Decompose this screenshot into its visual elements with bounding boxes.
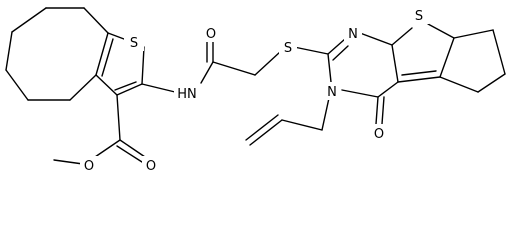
bond [116, 83, 143, 96]
atom-label: O [84, 159, 94, 174]
atom-o-ester-methoxy: O [80, 156, 98, 174]
atom-n-pyrimidine-bottom: N [323, 82, 341, 100]
atom-label: O [206, 27, 216, 42]
bond [401, 70, 437, 76]
bond [116, 145, 143, 163]
bond [107, 32, 125, 40]
bond [332, 45, 349, 61]
bond [212, 61, 256, 76]
atom-o-ester-carbonyl: O [142, 156, 160, 174]
atom-label: O [374, 127, 384, 142]
bond [11, 7, 47, 33]
bond [116, 94, 121, 141]
atom-s-thioether: S [279, 38, 297, 56]
bond [141, 83, 176, 93]
atom-label: HN [177, 87, 197, 102]
bond [95, 74, 118, 96]
bond [53, 159, 84, 165]
atom-s-thiophene-right: S [409, 6, 429, 24]
bond [254, 51, 281, 76]
bond [359, 32, 393, 46]
molecule-structure: S HN O S N S N O [5, 6, 506, 174]
bond [327, 53, 332, 83]
bond [95, 32, 109, 76]
bond [281, 119, 323, 131]
atom-label: N [348, 27, 358, 42]
bond [119, 139, 146, 158]
bond [245, 114, 279, 141]
bond [439, 37, 455, 78]
bond [375, 96, 379, 125]
atom-labels: S HN O S N S N O [80, 6, 429, 174]
bond [94, 139, 121, 158]
bond [114, 81, 137, 91]
bonds [5, 7, 506, 165]
bond [321, 97, 330, 131]
bond [439, 76, 479, 93]
bond [69, 74, 97, 101]
bond [477, 73, 506, 93]
bond [141, 46, 145, 85]
bond [249, 119, 283, 146]
bond [83, 7, 109, 34]
bond [391, 27, 413, 46]
atom-o-pyrimidinone: O [370, 124, 388, 142]
atom-s-thiophene-left: S [124, 33, 144, 51]
bond [200, 61, 214, 84]
atom-label: N [327, 85, 337, 100]
bond [293, 46, 329, 55]
atom-o-amide: O [202, 24, 220, 42]
bond [492, 29, 506, 75]
bond [381, 96, 385, 125]
bond [397, 76, 441, 83]
bond [5, 69, 29, 101]
bond [377, 81, 399, 98]
bond [453, 29, 494, 39]
atom-label: O [146, 159, 156, 174]
bond [5, 31, 13, 71]
bond [341, 89, 379, 98]
bond [391, 44, 399, 83]
bond [327, 38, 346, 55]
atom-label: S [130, 36, 138, 51]
atom-label: S [415, 9, 423, 24]
atom-label: S [284, 41, 292, 56]
bond [427, 23, 455, 39]
atom-n-pyrimidine-top: N [344, 24, 362, 42]
atom-nh-amide: HN [174, 84, 200, 102]
bond [101, 38, 114, 77]
